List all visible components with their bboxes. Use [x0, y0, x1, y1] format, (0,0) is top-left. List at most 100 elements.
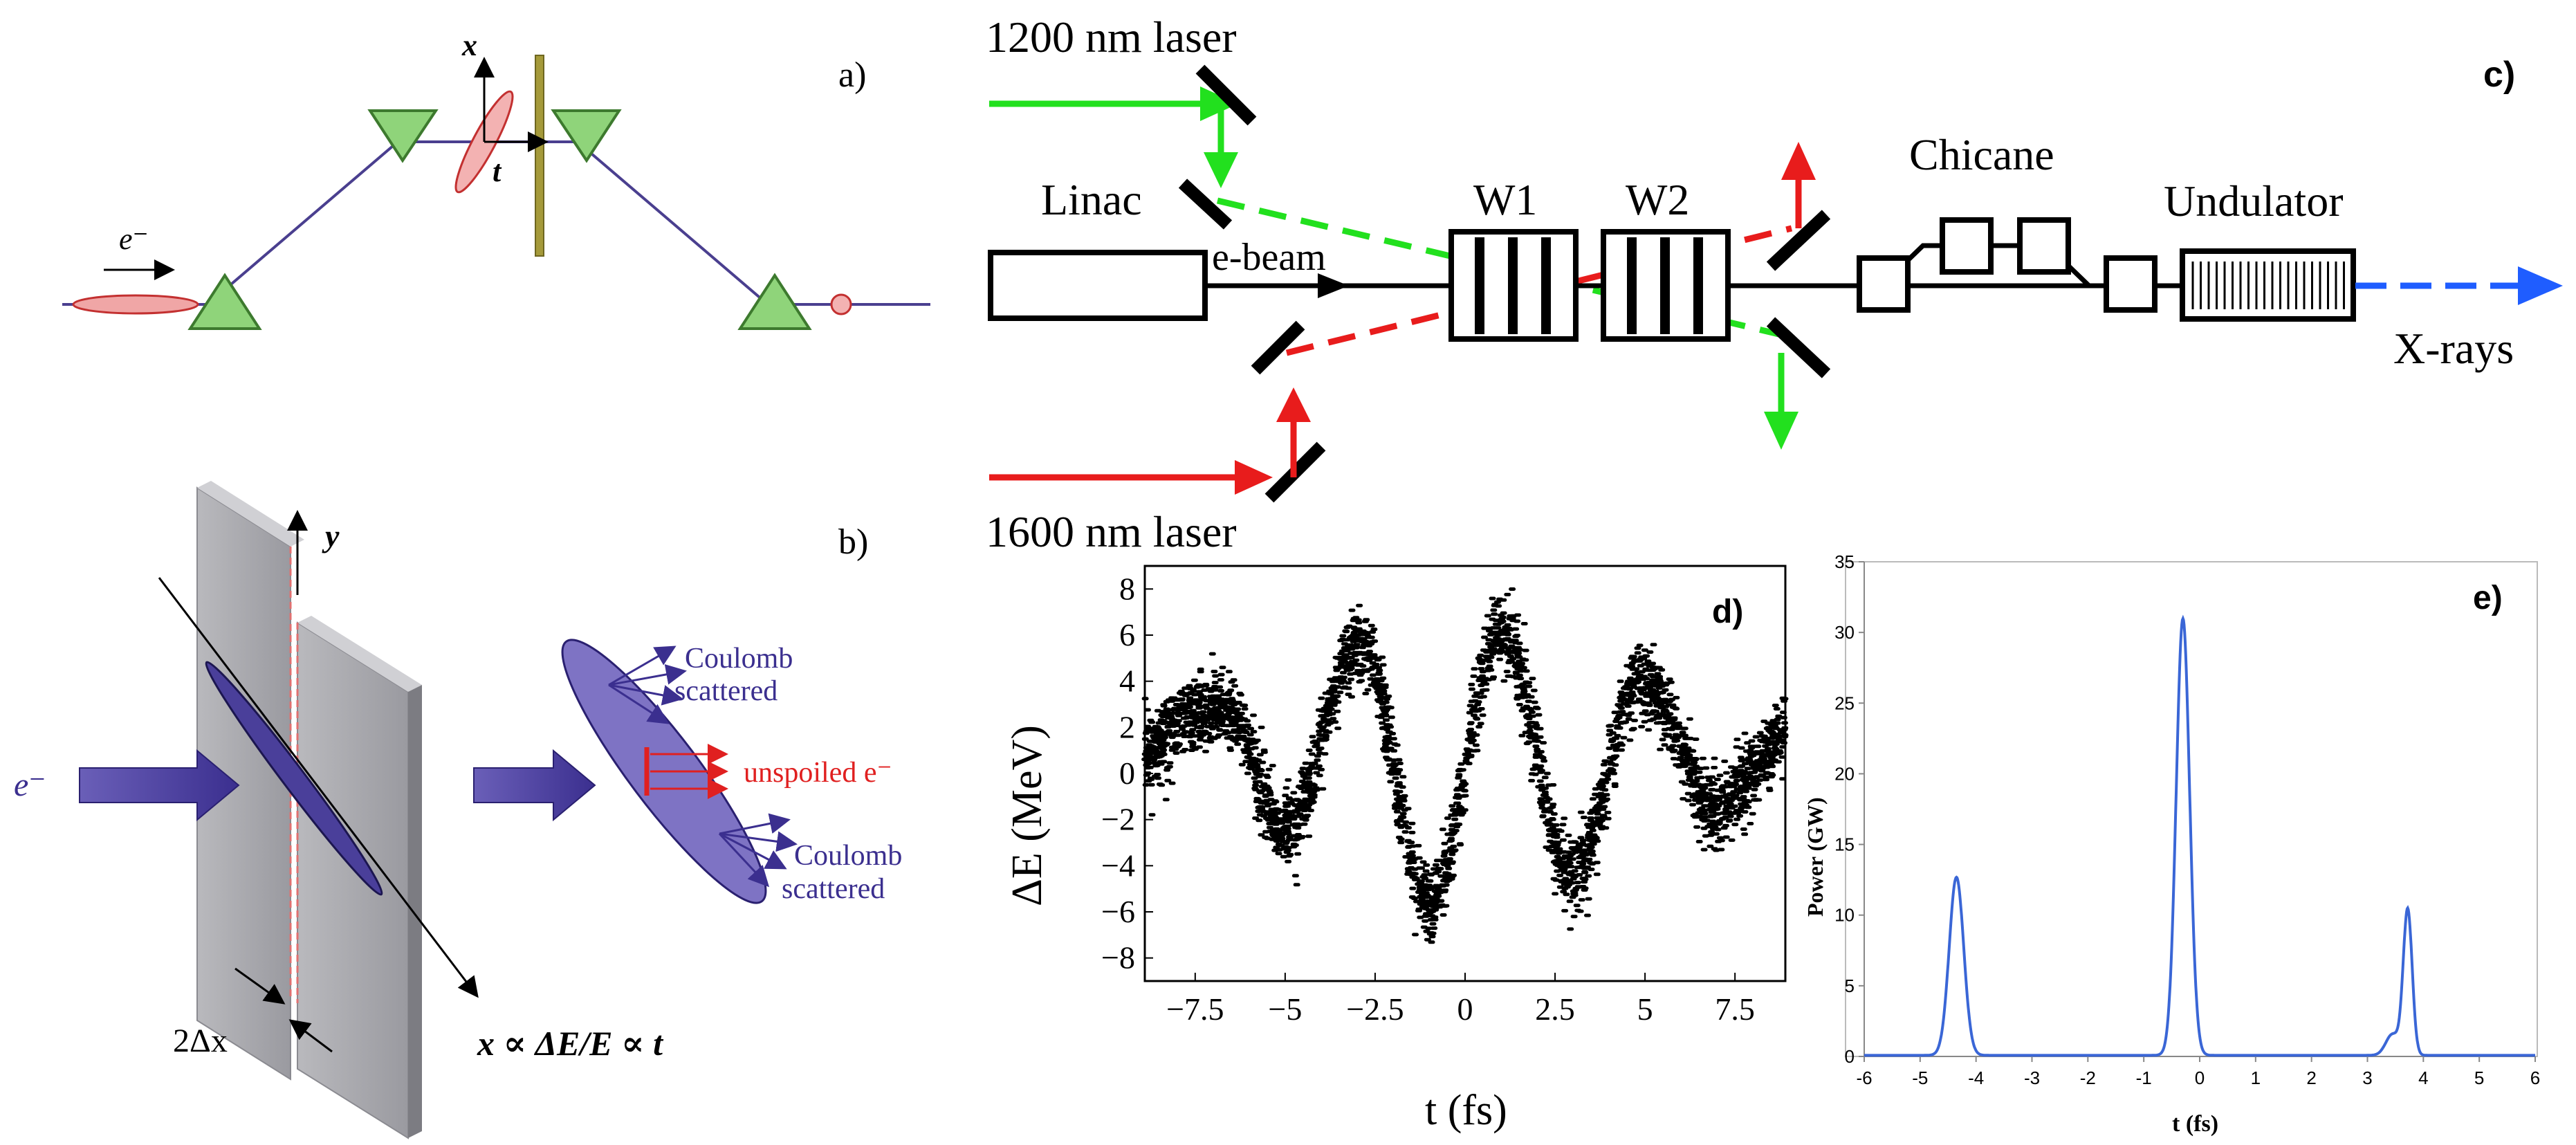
panel-e-label: e) [2473, 580, 2503, 616]
magnet-upper-right [551, 109, 622, 163]
y-tick-label: 0 [1119, 755, 1135, 791]
magnet-upper-left [367, 109, 439, 163]
incoming-electron-label: e⁻ [14, 767, 46, 803]
w1-pole-1 [1475, 237, 1484, 334]
unspoiled-label: unspoiled e⁻ [744, 757, 892, 789]
mirror-bottom-2 [1251, 320, 1305, 375]
ray-bottom-4 [718, 832, 770, 888]
x-tick-label: 1 [2251, 1068, 2261, 1088]
plate-back-top [197, 481, 304, 547]
undulator-box [2180, 248, 2356, 322]
laser-top-label: 1200 nm laser [986, 12, 1237, 62]
w1-label: W1 [1473, 175, 1537, 224]
y-tick-label: 0 [1845, 1046, 1855, 1067]
ebeam-arrowhead [1318, 273, 1349, 298]
y-tick-label: 2 [1119, 709, 1135, 744]
plot-e-ylabel: Power (GW) [1803, 797, 1828, 917]
magnet-lower-left [187, 273, 262, 330]
red-laser-in-head [1235, 460, 1273, 495]
ray-top-3 [608, 684, 683, 706]
w2-label: W2 [1626, 175, 1689, 224]
w1-pole-3 [1541, 237, 1551, 334]
w2-pole-3 [1693, 237, 1703, 334]
y-tick-label: 35 [1834, 551, 1855, 572]
panel-c: c) 1200 nm laser 1600 nm laser Linac e-b… [986, 12, 2563, 556]
ray-bottom-2 [719, 831, 798, 852]
scatter-point [1141, 587, 1789, 944]
incoming-beam-arrow [79, 749, 240, 822]
x-tick-label: −2.5 [1346, 991, 1404, 1027]
axis-x-label: x [461, 28, 477, 62]
x-tick-label: −7.5 [1166, 991, 1224, 1027]
x-tick-label: 5 [2474, 1068, 2484, 1088]
mirror-out-green [1766, 317, 1831, 378]
x-tick-label: 6 [2530, 1068, 2540, 1088]
undulator-label: Undulator [2164, 176, 2344, 226]
mirror-top-1 [1195, 64, 1257, 126]
coulomb-bottom-line1: Coulomb [794, 840, 902, 872]
ray-top-1 [608, 645, 677, 686]
outgoing-beam-arrow [473, 749, 596, 822]
electron-label: e⁻ [119, 222, 149, 256]
chicane-label: Chicane [1909, 130, 2054, 179]
x-tick-label: 4 [2418, 1068, 2428, 1088]
x-tick-label: 5 [1637, 991, 1653, 1027]
x-tick-label: 0 [1457, 991, 1473, 1027]
y-tick-label: 4 [1119, 663, 1135, 699]
plate-front [297, 621, 409, 1139]
coulomb-top-line1: Coulomb [685, 643, 793, 675]
w2-pole-1 [1627, 237, 1637, 334]
axis-y-label: y [322, 518, 340, 553]
power-series-line [1864, 614, 2535, 1057]
y-tick-label: −4 [1101, 848, 1135, 883]
y-tick-label: 25 [1834, 693, 1855, 713]
x-tick-label: 2 [2306, 1068, 2316, 1088]
xrays-label: X-rays [2393, 324, 2514, 373]
linac-label: Linac [1041, 175, 1142, 224]
x-tick-label: -5 [1912, 1068, 1928, 1088]
x-tick-label: −5 [1268, 991, 1302, 1027]
y-tick-label: −6 [1101, 894, 1135, 929]
plate-front-side [408, 685, 422, 1138]
y-tick-label: 20 [1834, 763, 1855, 784]
panel-c-label: c) [2483, 55, 2515, 95]
plot-d-xlabel: t (fs) [1425, 1087, 1507, 1134]
x-tick-label: 2.5 [1535, 991, 1575, 1027]
y-tick-label: −8 [1101, 940, 1135, 975]
slit-width-label: 2Δx [173, 1023, 228, 1059]
plate-front-top [297, 616, 422, 692]
laser-bottom-label: 1600 nm laser [986, 507, 1237, 556]
x-tick-label: -1 [2136, 1068, 2152, 1088]
linac-box [988, 250, 1208, 321]
plate-back [196, 486, 291, 1081]
slit-width-tick-1 [234, 967, 286, 1005]
panel-d-label: d) [1712, 594, 1743, 630]
bunch-in-slit [205, 661, 383, 896]
scatter-points [1141, 587, 1789, 944]
chicane-magnet-3 [2017, 217, 2071, 275]
chicane-magnet-4 [2104, 255, 2158, 313]
y-tick-label: 15 [1834, 834, 1855, 855]
axis-t-label: t [493, 154, 502, 188]
w1-pole-2 [1508, 237, 1518, 334]
coulomb-top-line2: scattered [674, 675, 778, 707]
xray-arrowhead [2518, 266, 2563, 305]
slit-width-tick-2 [288, 1019, 333, 1053]
ray-bottom-1 [719, 813, 791, 835]
magnet-lower-right [737, 273, 812, 330]
dispersion-axis [158, 577, 479, 998]
ray-bottom-3 [719, 832, 787, 870]
x-tick-label: -6 [1856, 1068, 1872, 1088]
w2-pole-2 [1660, 237, 1670, 334]
electron-bunch-output [830, 293, 852, 315]
plot-d-frame [1143, 565, 1787, 982]
relation-label: x ∝ ΔE/E ∝ t [477, 1024, 664, 1063]
mirror-top-2 [1178, 178, 1233, 230]
panel-b-label: b) [838, 522, 868, 562]
coulomb-bottom-line2: scattered [782, 873, 885, 905]
y-tick-label: 6 [1119, 617, 1135, 652]
